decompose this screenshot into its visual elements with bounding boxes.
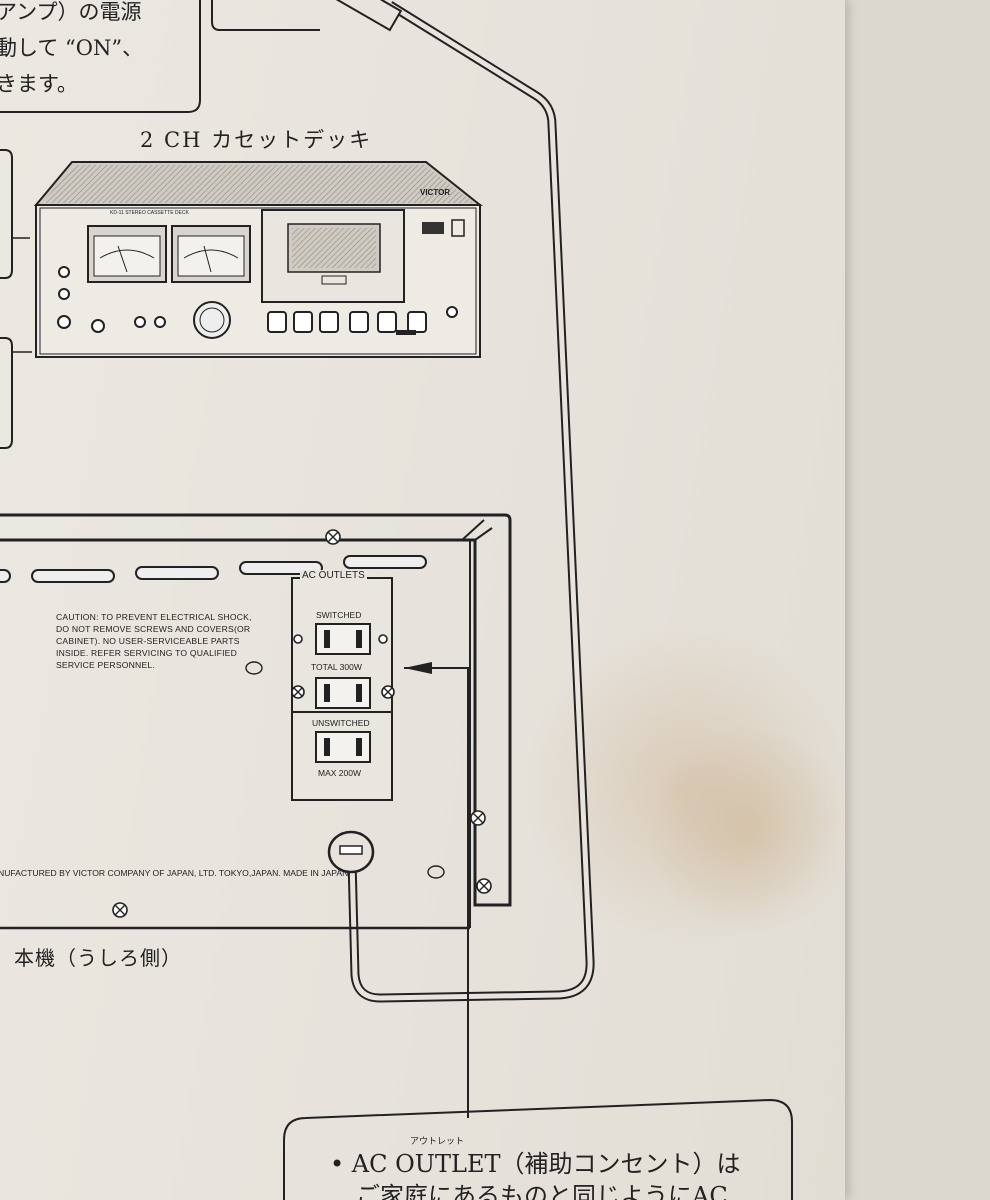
caution-line: SERVICE PERSONNEL. xyxy=(56,660,155,670)
rear-panel-label: 本機（うしろ側） xyxy=(14,946,182,970)
manual-page: アンプ）の電源 動して “ON”、 きます。 2 CH カセットデッキ VICT… xyxy=(0,0,845,1200)
bottom-note-ruby: アウトレット xyxy=(410,1137,465,1147)
deck-model: KD-11 STEREO CASSETTE DECK xyxy=(110,210,189,216)
bottom-note-line1: • AC OUTLET（補助コンセント）は xyxy=(330,1150,741,1178)
top-note-line2: 動して “ON”、 xyxy=(0,36,144,60)
unswitched-label: UNSWITCHED xyxy=(312,718,370,728)
illustration xyxy=(0,0,793,1200)
switched-label: SWITCHED xyxy=(316,610,362,620)
paper-stain xyxy=(650,720,845,940)
total-label: TOTAL 300W xyxy=(311,662,362,672)
top-note-line1: アンプ）の電源 xyxy=(0,0,142,24)
deck-brand: VICTOR xyxy=(420,188,451,197)
manufacturer-text: NUFACTURED BY VICTOR COMPANY OF JAPAN, L… xyxy=(0,868,349,878)
top-note-line3: きます。 xyxy=(0,72,78,96)
max-label: MAX 200W xyxy=(318,768,361,778)
deck-title: 2 CH カセットデッキ xyxy=(140,128,373,152)
caution-line: DO NOT REMOVE SCREWS AND COVERS(OR xyxy=(56,624,251,634)
ac-outlets-title: AC OUTLETS xyxy=(300,570,367,581)
caution-line: INSIDE. REFER SERVICING TO QUALIFIED xyxy=(56,648,238,658)
bottom-note-line2: ご家庭にあるものと同じようにAC xyxy=(356,1182,728,1200)
caution-line: CABINET). NO USER-SERVICEABLE PARTS xyxy=(56,636,240,646)
caution-line: CAUTION: TO PREVENT ELECTRICAL SHOCK, xyxy=(56,612,252,622)
